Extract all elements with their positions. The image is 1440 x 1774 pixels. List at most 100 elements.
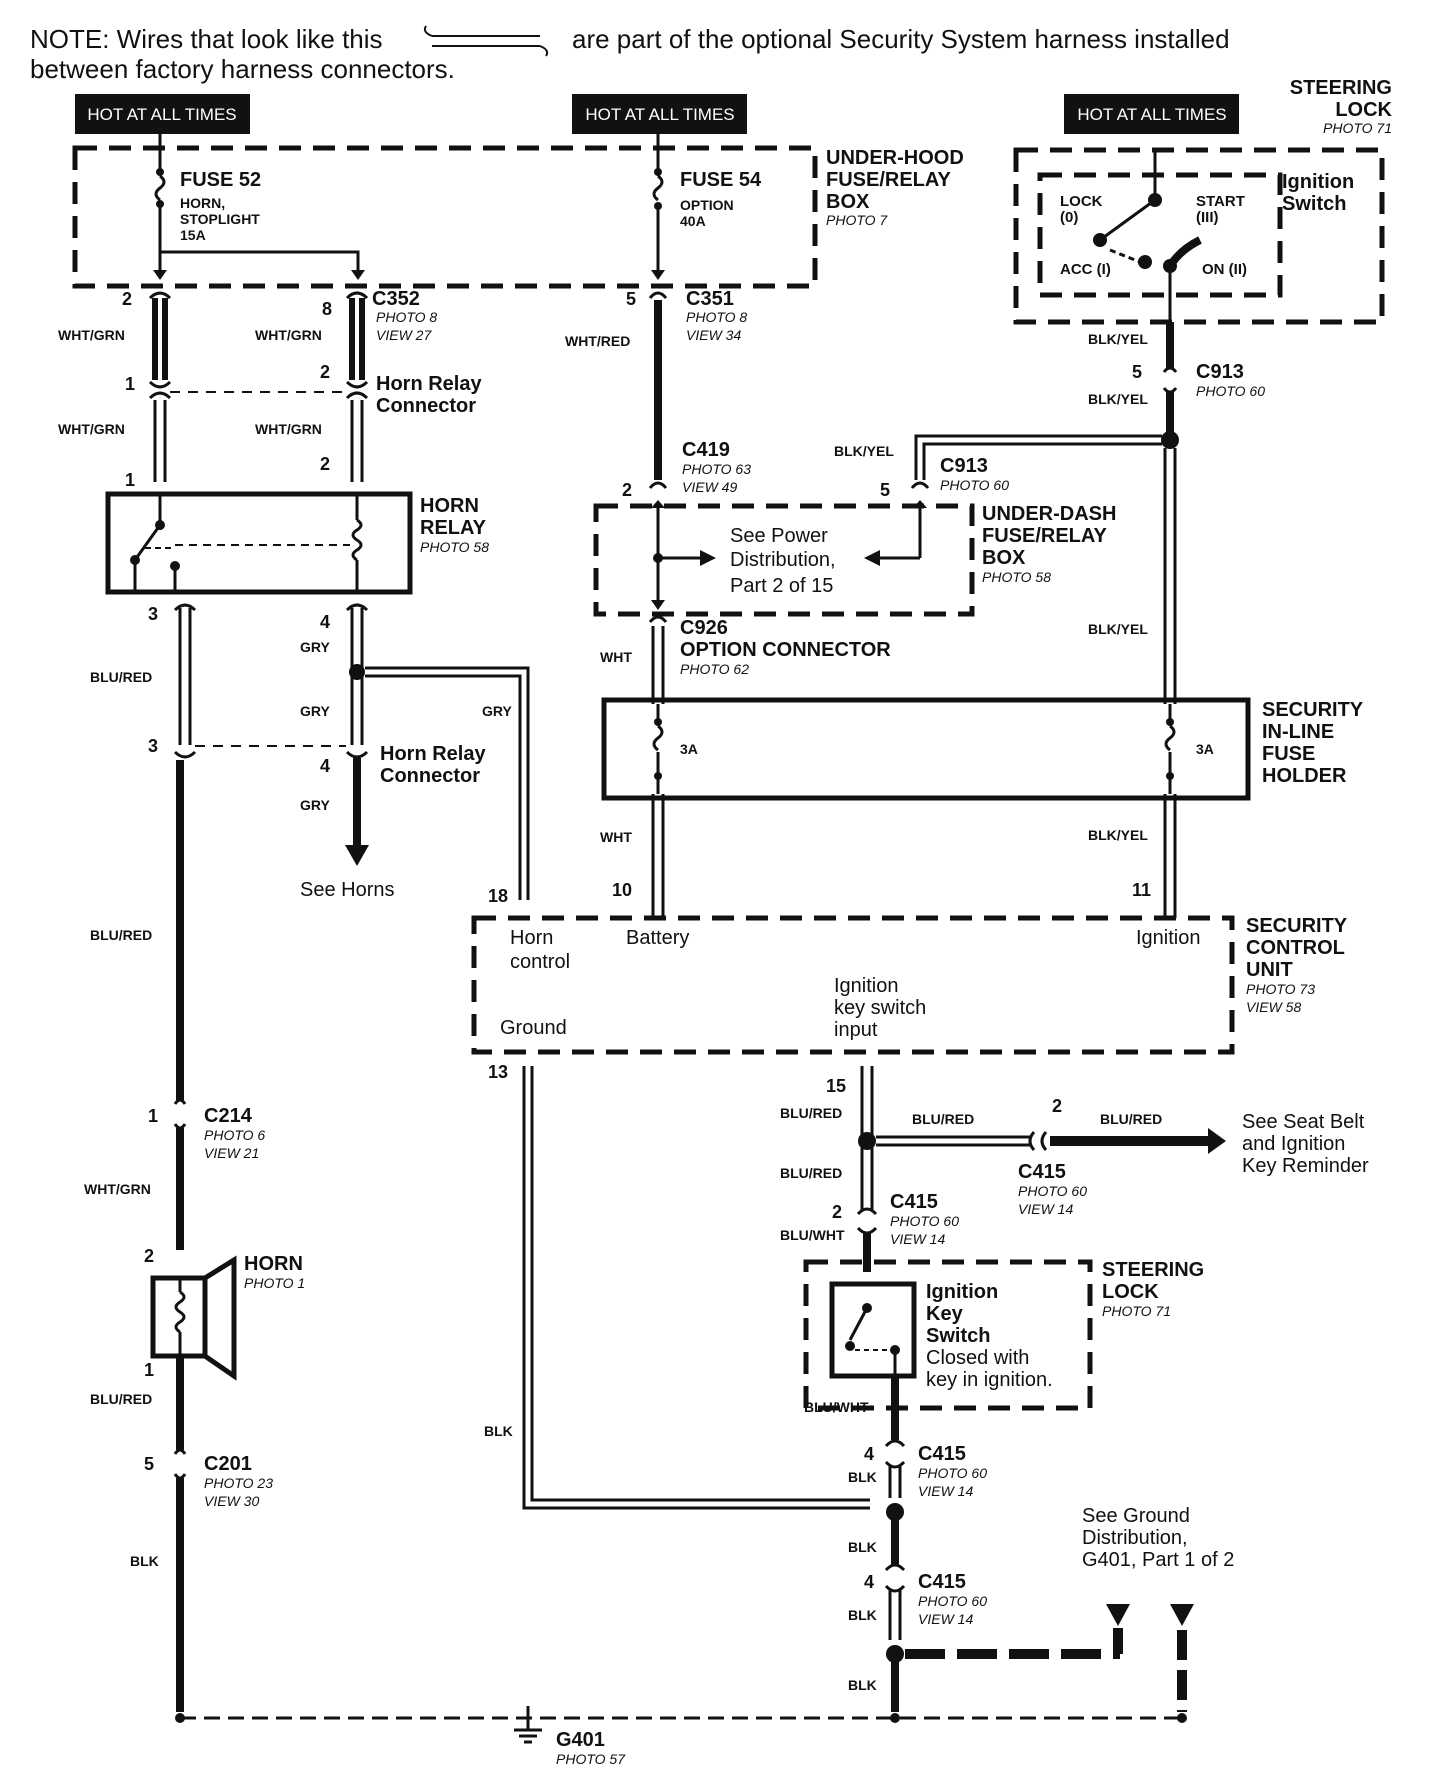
c415c-view: VIEW 14 (918, 1483, 973, 1499)
underdash-title-3: BOX (982, 547, 1026, 569)
c415a-view: VIEW 14 (1018, 1201, 1073, 1217)
wire-label-wht-grn-5: WHT/GRN (84, 1181, 151, 1197)
horn-relay-switch-icon (130, 494, 363, 592)
wire-label-wht-grn-4: WHT/GRN (255, 421, 322, 437)
c926-l1: OPTION CONNECTOR (680, 639, 891, 661)
wire-label-blu-red-2: BLU/RED (90, 927, 152, 943)
c419-view: VIEW 49 (682, 479, 737, 495)
wire-label-blk-yel-2: BLK/YEL (1088, 391, 1148, 407)
ground-dist-l3[interactable]: G401, Part 1 of 2 (1082, 1549, 1234, 1571)
wire-label-wht-2: WHT (600, 829, 632, 845)
ign-on-label: ON (II) (1202, 261, 1247, 278)
fuse-52-l2: STOPLIGHT (180, 211, 260, 227)
pin-5-c913a: 5 (1132, 362, 1142, 382)
pin-4-c415c: 4 (864, 1444, 874, 1464)
security-harness-symbol-icon (423, 25, 549, 57)
ign-lock-num: (0) (1060, 209, 1078, 226)
c415d-name: C415 (918, 1571, 966, 1593)
fuse-52-l1: HORN, (180, 195, 225, 211)
underdash-title-2: FUSE/RELAY (982, 525, 1108, 547)
key-switch-l2: Key (926, 1303, 964, 1325)
security-fuse-a: 3A (680, 741, 698, 757)
c415b-name: C415 (890, 1191, 938, 1213)
wire-blu-red-key (856, 1066, 1226, 1272)
pin-1-horn: 1 (144, 1360, 154, 1380)
power-dist-l3[interactable]: Part 2 of 15 (730, 575, 833, 597)
wire-label-blu-wht-2: BLU/WHT (804, 1399, 869, 1415)
ignition-key-switch-icon (845, 1303, 900, 1440)
pin-2-c415b: 2 (832, 1202, 842, 1222)
horn-name: HORN (244, 1253, 303, 1275)
ground-bus (175, 1713, 1187, 1723)
fuse-54-icon (651, 134, 665, 280)
pin-1-c214: 1 (148, 1106, 158, 1126)
g401-photo: PHOTO 57 (556, 1751, 626, 1767)
pin-11: 11 (1132, 880, 1151, 900)
pin-2-c352a: 2 (122, 289, 132, 309)
wire-label-blu-red-4: BLU/RED (780, 1105, 842, 1121)
pin-2-c415a: 2 (1052, 1096, 1062, 1116)
scu-ground: Ground (500, 1017, 567, 1039)
security-fuses-icon (648, 704, 1180, 794)
underhood-box (72, 145, 818, 289)
security-fuse-holder-box (601, 697, 1251, 801)
c352-photo: PHOTO 8 (376, 309, 437, 325)
steering-lock-top-box (1013, 147, 1385, 325)
pin-5-c913b: 5 (880, 480, 890, 500)
wire-label-blu-red-1: BLU/RED (90, 669, 152, 685)
pin-18: 18 (488, 886, 508, 906)
c415c-photo: PHOTO 60 (918, 1465, 987, 1481)
wire-label-blk-1: BLK (130, 1553, 159, 1569)
seat-belt-l3[interactable]: Key Reminder (1242, 1155, 1369, 1177)
wire-label-blu-red-3: BLU/RED (90, 1391, 152, 1407)
horn-relay-conn-2-l2: Connector (380, 765, 480, 787)
horn-relay-conn-2-l1: Horn Relay (380, 743, 486, 765)
steering-lock-mid-title-2: LOCK (1102, 1281, 1159, 1303)
wire-blk-yel (910, 322, 1179, 918)
ground-dist-l1[interactable]: See Ground (1082, 1505, 1190, 1527)
see-horns[interactable]: See Horns (300, 879, 395, 901)
ignition-key-switch-box (829, 1281, 917, 1379)
fuse-52-icon (153, 134, 365, 280)
wire-label-blu-red-6: BLU/RED (1100, 1111, 1162, 1127)
scu-title-3: UNIT (1246, 959, 1293, 981)
steering-lock-top-photo: PHOTO 71 (1323, 120, 1392, 136)
security-fuse-holder-title-2: IN-LINE (1262, 721, 1334, 743)
hot-label-3: HOT AT ALL TIMES (1077, 105, 1226, 124)
key-switch-l3: Switch (926, 1325, 990, 1347)
wire-label-gry-1: GRY (300, 639, 330, 655)
wire-wht-red (648, 291, 668, 489)
seat-belt-l2[interactable]: and Ignition (1242, 1133, 1345, 1155)
pin-1-relay: 1 (125, 470, 135, 490)
hot-label-2-box (572, 94, 747, 134)
underdash-box (593, 503, 975, 617)
underhood-title-1: UNDER-HOOD (826, 147, 964, 169)
seat-belt-l1[interactable]: See Seat Belt (1242, 1111, 1365, 1133)
wire-label-blu-red-5: BLU/RED (912, 1111, 974, 1127)
scu-key-2: key switch (834, 997, 926, 1019)
horn-photo: PHOTO 1 (244, 1275, 305, 1291)
pin-5-c351: 5 (626, 289, 636, 309)
horn-relay-conn-1-l2: Connector (376, 395, 476, 417)
c419-photo: PHOTO 63 (682, 461, 751, 477)
note-text-2: between factory harness connectors. (30, 54, 455, 84)
fuse-54-l2: 40A (680, 213, 706, 229)
wire-label-blk-yel-5: BLK/YEL (1088, 827, 1148, 843)
security-fuse-holder-title-1: SECURITY (1262, 699, 1364, 721)
security-control-unit-box (471, 915, 1235, 1055)
wire-label-gry-2: GRY (300, 703, 330, 719)
wire-label-wht-grn-3: WHT/GRN (58, 421, 125, 437)
pin-3-hrc2: 3 (148, 736, 158, 756)
c214-view: VIEW 21 (204, 1145, 259, 1161)
wire-c201 (173, 1400, 187, 1712)
ground-dist-l2[interactable]: Distribution, (1082, 1527, 1188, 1549)
c351-view: VIEW 34 (686, 327, 741, 343)
scu-key-3: input (834, 1019, 878, 1041)
pin-4-relay: 4 (320, 612, 330, 632)
horn-relay-title-1: HORN (420, 495, 479, 517)
wire-label-gry-4: GRY (300, 797, 330, 813)
underdash-internals (651, 500, 927, 610)
c351-name: C351 (686, 288, 734, 310)
power-dist-l1: See Power (730, 525, 828, 547)
c926-photo: PHOTO 62 (680, 661, 749, 677)
